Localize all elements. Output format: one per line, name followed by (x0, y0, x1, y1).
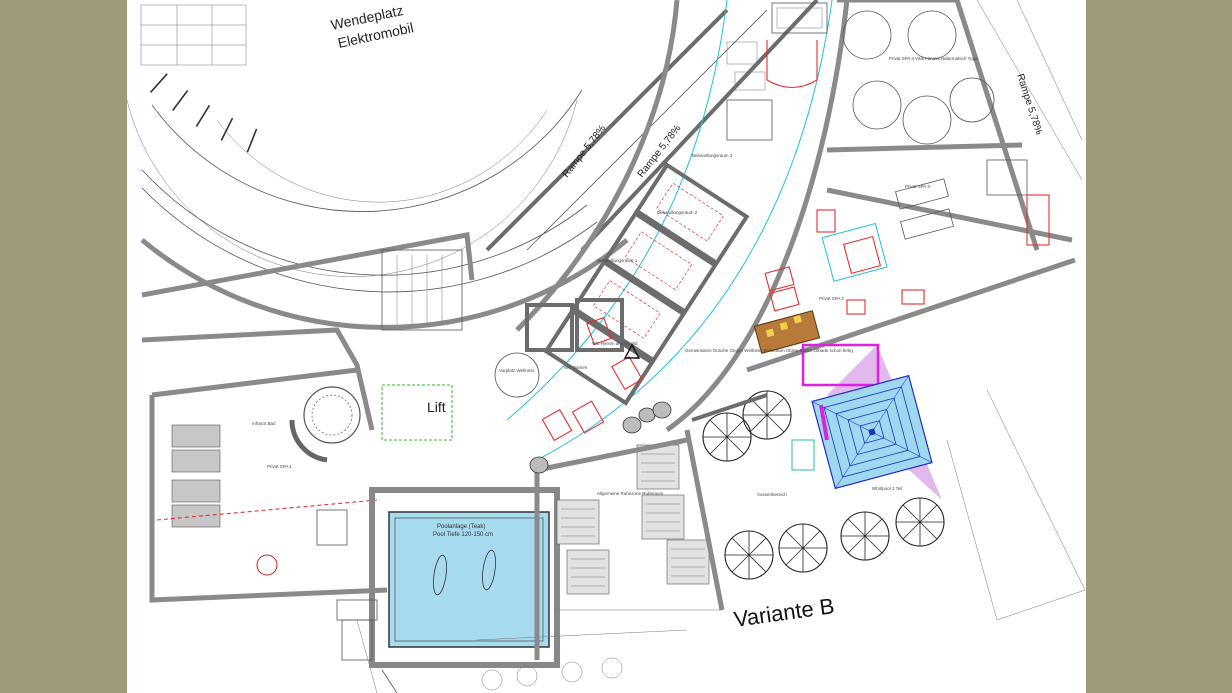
lounger (636, 444, 680, 490)
allgemeine-ruhezone-label: Allgemeine Ruhezone Ruheraum (597, 491, 664, 496)
top-center-rooms (726, 2, 828, 141)
parking-stall (172, 89, 189, 111)
pool-area: Poolanlage (Teak) Pool Tiefe 120-150 cm (336, 487, 560, 668)
behandlungsraum-2-label: Behandlungsraum 2 (657, 210, 698, 215)
umbrella-icon (840, 511, 890, 561)
umbrella-icon (778, 523, 828, 573)
lounger (556, 499, 600, 545)
variante-label: Variante B (732, 593, 836, 632)
wc-area: Vorplatz Wellness WC Damen WC Herren und… (494, 298, 853, 442)
lounger (641, 494, 685, 540)
aussenbereich-label: Aussenbereich (757, 492, 787, 497)
pool-title-label: Poolanlage (Teak) (437, 524, 485, 530)
parking-stall (149, 73, 168, 93)
behandlungsraum-1-label: Behandlungsraum 1 (597, 258, 638, 263)
privat-spa-2-label: Privat SPA 2 (819, 296, 844, 301)
ramps: Rampe 5,78% Rampe 5,78% Rampe 5,78% (485, 0, 1044, 252)
stones (529, 401, 672, 474)
lower-walls (356, 393, 768, 693)
spa-rooms-right: Privat SPA 2 Privat SPA 3 (746, 159, 1076, 373)
rampe-right-label: Rampe 5,78% (1014, 73, 1044, 137)
umbrella-icon (702, 412, 752, 462)
parking-stall (220, 117, 234, 141)
umbrella-icon (724, 530, 774, 580)
parking-stalls (149, 73, 258, 153)
rampe-left-label: Rampe 5,78% (561, 123, 609, 180)
lift-label: Lift (427, 399, 446, 415)
privat-spa-left-label: Privat SPA 1 (267, 464, 292, 469)
floor-plan-drawing: Wendeplatz Elektromobil Rampe 5,78% Ramp… (127, 0, 1086, 693)
pool-depth-label: Pool Tiefe 120-150 cm (433, 532, 493, 538)
parking-stall (195, 104, 211, 127)
loungers (556, 444, 710, 595)
privat-spa-4: Privat SPA 4 Vital Fitness Naturmatsch Y… (826, 0, 1083, 251)
wendeplatz-area: Wendeplatz Elektromobil (127, 2, 629, 330)
whirlpool-label: Whirlpool 2 Teil (872, 486, 902, 491)
floor-plan-sheet: Wendeplatz Elektromobil Rampe 5,78% Ramp… (127, 0, 1086, 693)
whirlpool: Whirlpool 2 Teil (791, 343, 942, 500)
privat-spa-4-label: Privat SPA 4 Vital Fitness Naturmatsch Y… (889, 56, 978, 61)
umbrella-icon (742, 390, 792, 440)
treatment-rooms: Behandlungsraum 3 Behandlungsraum 2 Beha… (543, 153, 750, 406)
parking-stall (246, 128, 258, 153)
wc-damen-label: WC Damen (564, 365, 588, 370)
vorplatz-label: Vorplatz Wellness (499, 368, 535, 373)
lounger (666, 539, 710, 585)
lounger (566, 549, 610, 595)
gemeinsame-note: Gemeinsame Dusche Gegen Wellness Ruherau… (685, 347, 853, 353)
infrarot-bad-label: Infrarot Bad (252, 421, 276, 426)
wc-herren-label: WC Herren und Invalid (592, 341, 638, 346)
privat-spa-3-label: Privat SPA 3 (905, 184, 930, 189)
umbrella-icon (895, 497, 945, 547)
umbrellas (702, 390, 945, 580)
behandlungsraum-3-label: Behandlungsraum 3 (692, 153, 733, 158)
corridor (506, 0, 850, 461)
left-building: Lift Infrarot Bad Privat SPA 1 (141, 232, 475, 603)
